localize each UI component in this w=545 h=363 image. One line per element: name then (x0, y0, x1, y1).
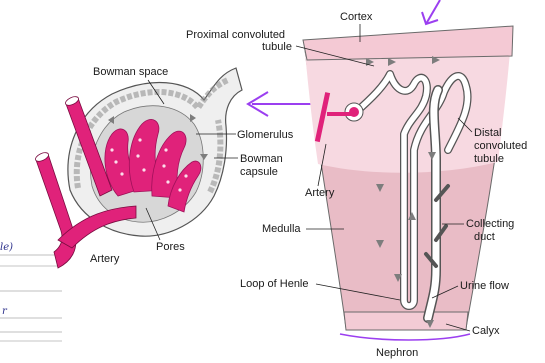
handwritten-note: le) (0, 242, 13, 253)
label-collecting-duct: Collecting (466, 218, 514, 230)
notebook-fragment: le) r (0, 242, 62, 341)
annotation-arrow-left-icon (248, 92, 318, 116)
label-cortex: Cortex (340, 11, 373, 23)
handwritten-note: r (2, 306, 8, 317)
kidney-section (303, 26, 513, 340)
label-loop-of-henle: Loop of Henle (240, 278, 309, 290)
label-medulla: Medulla (262, 223, 301, 235)
label-urine-flow: Urine flow (460, 280, 509, 292)
label-bowman-capsule: Bowman (240, 153, 283, 165)
annotation-arrow-down-icon (422, 0, 440, 24)
label-bowman-space: Bowman space (93, 66, 168, 78)
label-collecting-duct: duct (474, 231, 495, 243)
label-distal-tubule: Distal (474, 127, 502, 139)
label-proximal-tubule: tubule (262, 41, 292, 53)
label-nephron: Nephron (376, 347, 418, 359)
label-glomerulus: Glomerulus (237, 129, 294, 141)
label-proximal-tubule: Proximal convoluted (186, 29, 285, 41)
label-bowman-capsule: capsule (240, 166, 278, 178)
label-distal-tubule: tubule (474, 153, 504, 165)
glomerulus-enlargement (34, 68, 242, 268)
label-artery: Artery (90, 253, 120, 265)
label-distal-tubule: convoluted (474, 140, 527, 152)
label-artery: Artery (305, 187, 335, 199)
label-calyx: Calyx (472, 325, 500, 337)
label-pores: Pores (156, 241, 185, 253)
